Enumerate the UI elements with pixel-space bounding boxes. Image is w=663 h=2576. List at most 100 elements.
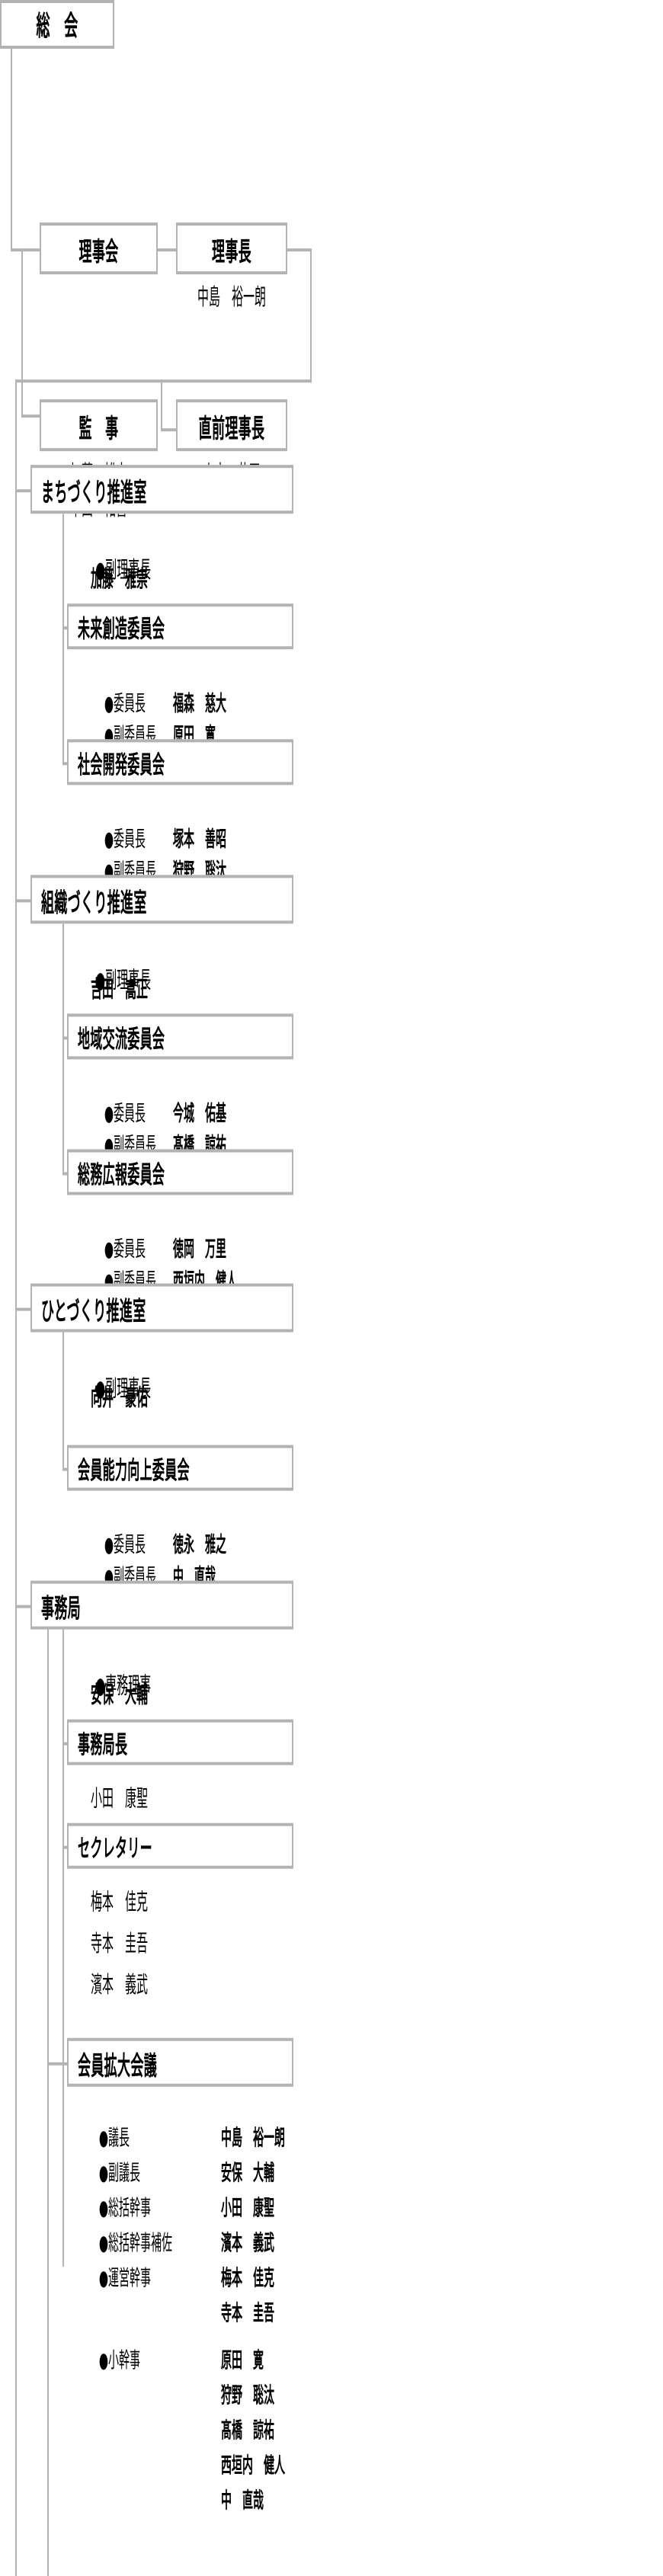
bullet-icon: ● [98,2231,109,2256]
connector-trunk-top [15,379,162,383]
expansion-row-6: ●寺本 圭吾 [221,2301,275,2326]
expansion-row-11: ●中 直哉 [221,2488,264,2514]
division-2-head-role: ●副理事長 [95,966,152,994]
node-committee-chiiki-koryu[interactable]: 地域交流委員会 [67,1013,293,1060]
committee-3-1-member-1: ●委員長徳永 雅之 [104,1533,227,1558]
bullet-icon: ● [95,1374,106,1403]
bullet-icon: ● [95,556,106,584]
node-general-meeting[interactable]: 総 会 [0,0,114,50]
node-board-of-directors[interactable]: 理事会 [40,222,158,275]
node-committee-mirai-souzou[interactable]: 未来創造委員会 [67,603,293,650]
connector-board-to-president [158,248,176,252]
jimukyokucho-name-1: 小田 康聖 [91,1784,149,1813]
bullet-icon: ● [104,1237,114,1262]
connector-trunk-to-division-2 [15,899,30,903]
bullet-icon: ● [98,2196,109,2221]
bullet-icon: ● [95,966,106,994]
node-expansion-meeting-label: 会員拡大会議 [78,2050,158,2082]
node-committee-soumu-kouhou-label: 総務広報委員会 [78,1160,165,1189]
connector-secretariat-to-secretary [62,1845,69,1849]
node-board-label: 理事会 [78,237,119,268]
node-secretariat[interactable]: 事務局 [30,1580,293,1630]
expansion-row-3: ●総括幹事小田 康聖 [98,2196,275,2221]
node-committee-mirai-souzou-label: 未来創造委員会 [78,614,165,644]
committee-2-1-member-1: ●委員長今城 佑基 [104,1102,227,1127]
bullet-icon: ● [98,2348,109,2373]
node-committee-shakai-kaihatsu-label: 社会開発委員会 [78,750,165,779]
committee-1-1-member-1: ●委員長福森 慈大 [104,692,227,717]
node-auditor-label: 監 事 [78,414,119,445]
connector-to-immediate-past [161,428,176,432]
node-expansion-meeting[interactable]: 会員拡大会議 [67,2037,293,2087]
connector-division-2-to-committee-2 [62,1172,69,1176]
connector-main-rail-right-vertical [310,379,312,383]
node-division-soshikizukuri[interactable]: 組織づくり推進室 [30,875,293,924]
expansion-row-9: ●髙橋 諒祐 [221,2418,275,2443]
secretary-name-2: 寺本 圭吾 [91,1929,149,1957]
connector-right-rail-back [161,379,312,383]
node-president[interactable]: 理事長 [176,222,287,275]
expansion-row-10: ●西垣内 健人 [221,2453,286,2478]
connector-division-1-spine [62,514,64,764]
connector-generalmeeting-vertical [11,49,12,251]
bullet-icon: ● [104,1102,114,1127]
node-committee-kaiin-nouryoku-label: 会員能力向上委員会 [78,1455,190,1485]
committee-1-2-member-1: ●委員長塚本 善昭 [104,827,227,853]
bullet-icon: ● [98,2126,109,2151]
node-secretariat-label: 事務局 [41,1593,82,1624]
node-division-hitozukuri[interactable]: ひとづくり推進室 [30,1283,293,1333]
node-secretary[interactable]: セクレタリー [67,1822,293,1869]
division-3-head-name: 向井 豪佑 [91,1384,149,1412]
connector-generalmeeting-to-board [11,248,40,252]
expansion-row-2: ●副議長安保 大輔 [98,2161,275,2186]
expansion-row-1: ●議長中島 裕一朗 [98,2126,286,2151]
bullet-icon: ● [104,827,114,853]
connector-to-auditor [21,414,40,418]
division-1-head-name: 加藤 雅崇 [91,565,149,594]
node-division-machizukuri[interactable]: まちづくり推進室 [30,465,293,514]
secretariat-head-role: ●専務理事 [95,1672,152,1700]
secretary-name-1: 梅本 佳克 [91,1888,149,1916]
connector-secretariat-inner-spine [62,1629,64,2267]
node-division-machizukuri-label: まちづくり推進室 [41,478,147,509]
bullet-icon: ● [104,1533,114,1558]
node-committee-kaiin-nouryoku[interactable]: 会員能力向上委員会 [67,1445,293,1491]
connector-trunk-to-division-3 [15,1307,30,1311]
bullet-icon: ● [98,2161,109,2186]
node-committee-shakai-kaihatsu[interactable]: 社会開発委員会 [67,739,293,786]
secretariat-head-name: 安保 大輔 [91,1681,149,1709]
president-name: 中島 裕一朗 [197,283,266,312]
expansion-row-7: ●小幹事原田 寛 [98,2348,264,2373]
connector-immediate-past-drop [161,379,162,432]
node-president-label: 理事長 [211,237,252,268]
expansion-row-8: ●狩野 聡汰 [221,2383,275,2408]
connector-division-3-spine [62,1332,64,1470]
bullet-icon: ● [95,1672,106,1700]
connector-president-right-vertical [310,248,312,383]
node-general-meeting-label: 総 会 [36,11,78,43]
division-1-head-role: ●副理事長 [95,556,152,584]
node-committee-soumu-kouhou[interactable]: 総務広報委員会 [67,1149,293,1195]
bullet-icon: ● [104,692,114,717]
node-committee-chiiki-koryu-label: 地域交流委員会 [78,1024,165,1054]
node-secretary-label: セクレタリー [78,1833,152,1863]
connector-division-1-to-committee-2 [62,762,69,766]
expansion-row-5: ●運営幹事梅本 佳克 [98,2266,275,2291]
connector-division-2-to-committee-1 [62,1036,69,1040]
bullet-icon: ● [98,2266,109,2291]
connector-division-2-spine [62,923,64,1174]
secretary-name-3: 濱本 義武 [91,1970,149,1998]
node-jimukyokucho[interactable]: 事務局長 [67,1719,293,1765]
division-2-head-name: 吉田 嵩正 [91,975,149,1003]
connector-secretariat-outer-spine [47,1629,49,2576]
connector-secretariat-to-expansion-meeting [47,2062,69,2066]
node-jimukyokucho-label: 事務局長 [78,1730,128,1759]
node-immediate-past-president-label: 直前理事長 [198,414,265,445]
connector-secretariat-to-jimukyokucho [62,1742,69,1746]
connector-trunk-to-secretariat [15,1605,30,1608]
expansion-row-4: ●総括幹事補佐濱本 義武 [98,2231,275,2256]
division-3-head-role: ●副理事長 [95,1374,152,1403]
node-immediate-past-president[interactable]: 直前理事長 [176,399,287,452]
node-division-hitozukuri-label: ひとづくり推進室 [41,1296,146,1327]
node-auditor-real[interactable]: 監 事 [40,399,158,452]
